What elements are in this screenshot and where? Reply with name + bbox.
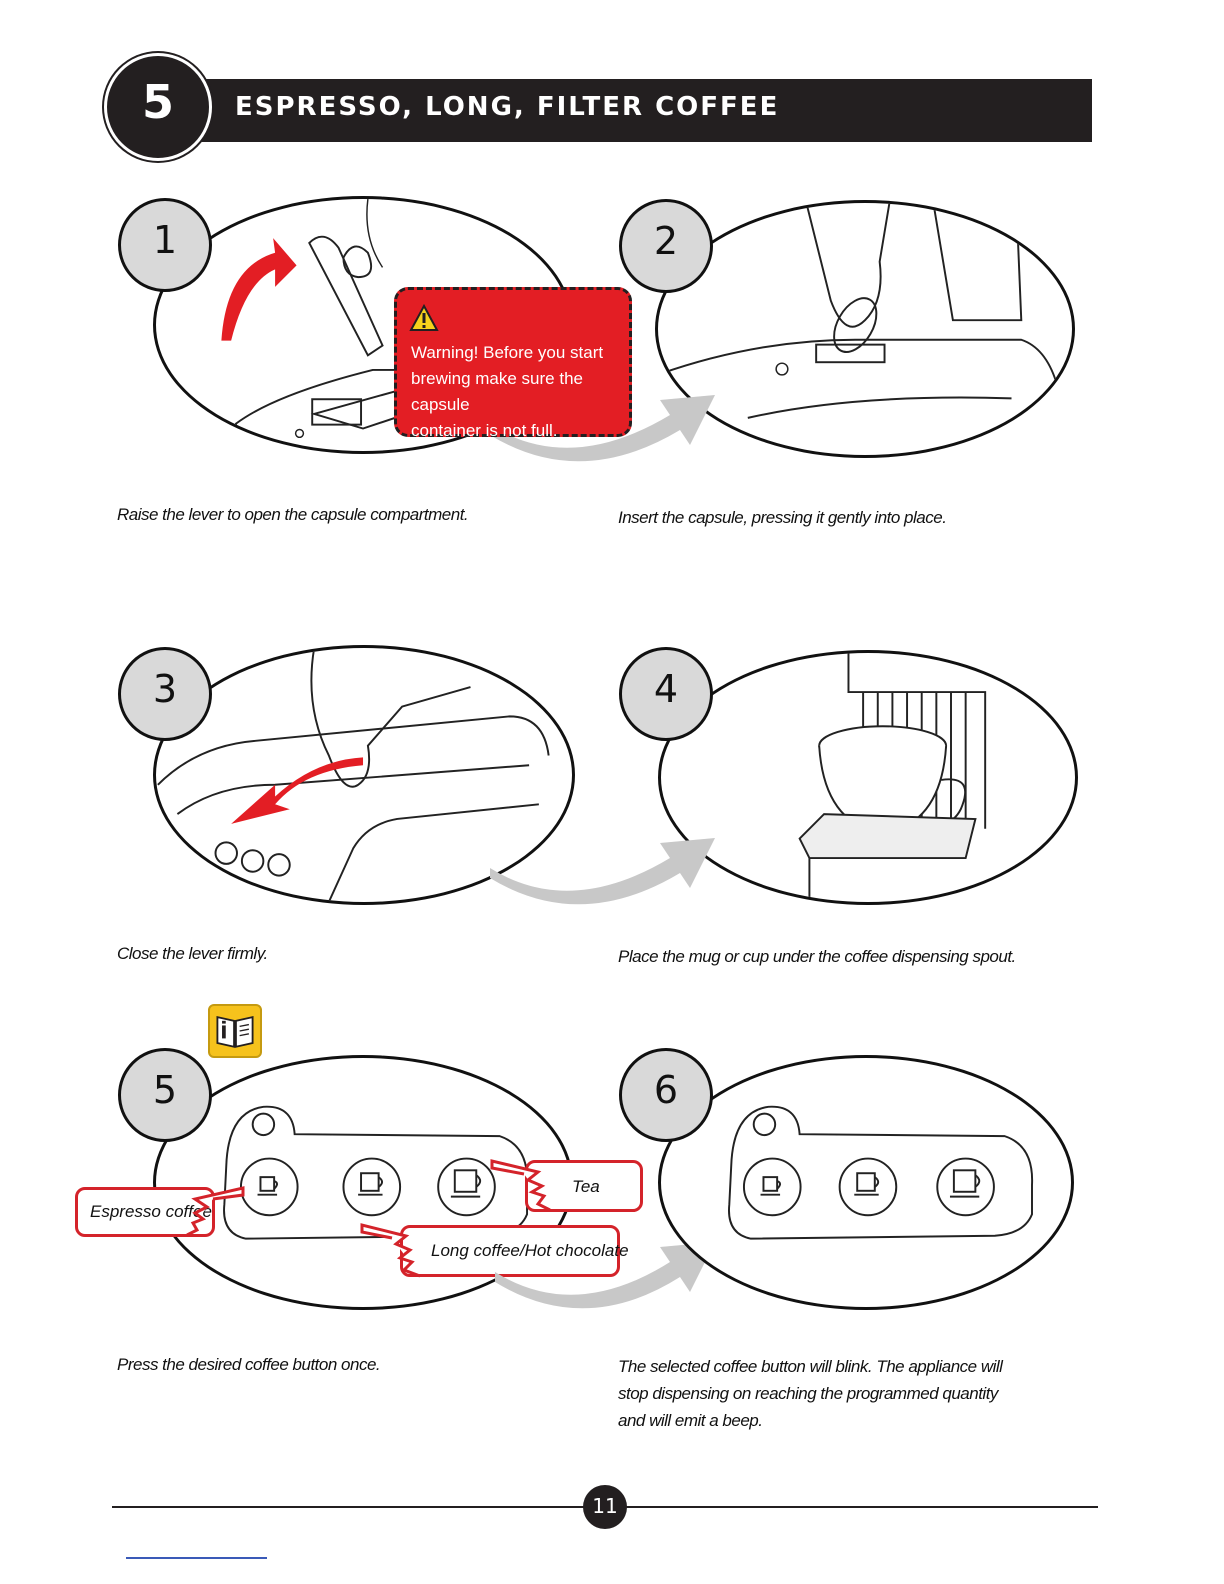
page-number: 11 bbox=[583, 1494, 627, 1518]
warning-line-1: Warning! Before you start bbox=[411, 340, 631, 366]
step-6-illustration bbox=[658, 1055, 1074, 1310]
step-4-caption: Place the mug or cup under the coffee di… bbox=[618, 943, 1038, 970]
pointer-hand-icon bbox=[185, 1185, 247, 1237]
grey-arrow-icon bbox=[490, 818, 720, 910]
warning-text: Warning! Before you start brewing make s… bbox=[411, 340, 631, 444]
warning-triangle-icon bbox=[409, 304, 439, 332]
step-3-caption: Close the lever firmly. bbox=[117, 940, 537, 967]
footer-link-underline bbox=[126, 1557, 267, 1559]
warning-line-3: container is not full. bbox=[411, 418, 631, 444]
section-number: 5 bbox=[104, 75, 212, 129]
warning-line-2: brewing make sure the capsule bbox=[411, 366, 631, 418]
red-arrow-down-icon bbox=[231, 757, 363, 823]
info-book-icon bbox=[208, 1004, 262, 1058]
step-1-number: 1 bbox=[118, 218, 212, 262]
step-2-number: 2 bbox=[619, 219, 713, 263]
step-5-number: 5 bbox=[118, 1068, 212, 1112]
warning-box: Warning! Before you start brewing make s… bbox=[394, 287, 632, 437]
step-6-number: 6 bbox=[619, 1068, 713, 1112]
pointer-hand-icon bbox=[490, 1158, 552, 1212]
callout-tea-label: Tea bbox=[572, 1177, 600, 1197]
step-2-caption: Insert the capsule, pressing it gently i… bbox=[618, 504, 1038, 531]
step-3-number: 3 bbox=[118, 667, 212, 711]
step-1-caption: Raise the lever to open the capsule comp… bbox=[117, 501, 537, 528]
pointer-hand-icon bbox=[360, 1222, 422, 1278]
section-title: ESPRESSO, LONG, FILTER COFFEE bbox=[235, 92, 779, 122]
step-4-number: 4 bbox=[619, 667, 713, 711]
step-6-caption: The selected coffee button will blink. T… bbox=[618, 1353, 1018, 1434]
step-5-caption: Press the desired coffee button once. bbox=[117, 1351, 537, 1378]
red-arrow-up-icon bbox=[221, 238, 296, 341]
step-4-illustration bbox=[658, 650, 1078, 905]
